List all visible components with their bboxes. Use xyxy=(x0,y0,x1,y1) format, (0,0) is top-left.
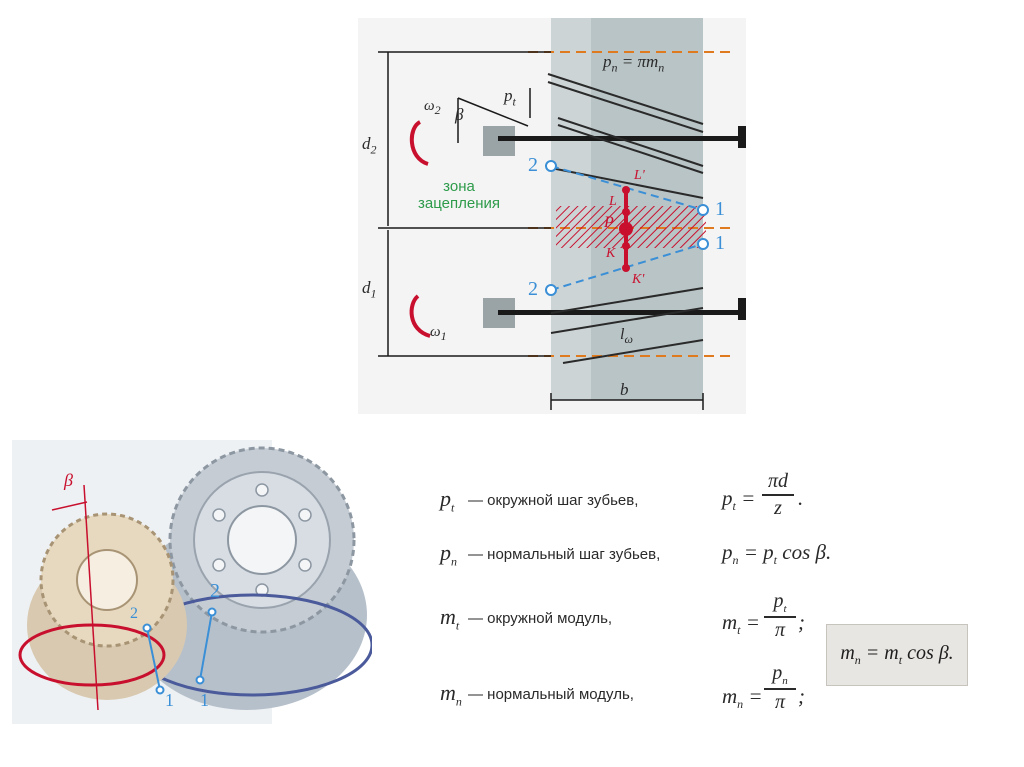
mark-1-bottom: 1 xyxy=(715,232,725,254)
gear-mark-1-right: 1 xyxy=(200,690,209,710)
gear-contact-lines xyxy=(146,611,213,691)
omega1-label: ω1 xyxy=(430,324,447,343)
lw-label: lω xyxy=(620,326,633,347)
formula-symbol: pt xyxy=(440,486,455,515)
formula-symbol: mn xyxy=(440,680,462,709)
small-gear-hole xyxy=(76,549,138,611)
mark-2-bottom: 2 xyxy=(528,278,538,300)
formula-expression: pn = pt cos β. xyxy=(722,540,832,568)
gear-beta-label: β xyxy=(64,470,73,490)
formula-lhs: mt = xyxy=(722,610,760,638)
helical-teeth xyxy=(547,73,704,364)
formula-description: — нормальный модуль, xyxy=(468,686,634,703)
omega2-arrow xyxy=(409,120,429,166)
formula-lhs: pt = xyxy=(722,486,756,514)
formula-symbol: mt xyxy=(440,604,460,633)
omega2-label: ω2 xyxy=(424,98,441,117)
point-P-label: P xyxy=(604,214,614,231)
point-K-label: K xyxy=(606,246,616,261)
marker-circles xyxy=(545,160,709,296)
formula-description: — нормальный шаг зубьев, xyxy=(468,546,661,563)
omega1-arrow xyxy=(409,294,431,338)
mark-1-top: 1 xyxy=(715,198,725,220)
large-gear-hole xyxy=(227,505,297,575)
gear-mark-1-left: 1 xyxy=(165,690,174,710)
d1-label: d1 xyxy=(362,278,377,301)
point-K1-label: K' xyxy=(632,272,645,287)
mark-2-top: 2 xyxy=(528,154,538,176)
formula-symbol: pn xyxy=(440,540,457,569)
pn-label: pn = πmn xyxy=(603,52,665,75)
point-L1-label: L' xyxy=(634,168,645,183)
gear-mark-2-left: 2 xyxy=(130,605,138,622)
formula-description: — окружной шаг зубьев, xyxy=(468,492,639,509)
boxed-formula: mn = mt cos β. xyxy=(826,624,968,686)
beta-label: β xyxy=(455,105,464,124)
formula-lhs: mn = xyxy=(722,684,763,712)
boxed-formula-text: mn = mt cos β. xyxy=(840,642,954,667)
gear-mark-2-right: 2 xyxy=(210,580,220,602)
lower-shaft xyxy=(483,298,746,328)
contact-points xyxy=(619,186,633,272)
d2-label: d2 xyxy=(362,134,377,157)
gear-svg xyxy=(12,440,374,724)
dimension-lines xyxy=(378,51,704,410)
b-label: b xyxy=(620,380,629,399)
gear-axis-line xyxy=(83,484,99,711)
beta-line xyxy=(457,97,529,127)
mesh-diagram-svg xyxy=(358,18,746,414)
gear-illustration: β 2 2 1 1 xyxy=(12,440,374,724)
pt-label: pt xyxy=(504,86,516,109)
point-L-label: L xyxy=(609,194,617,209)
formula-description: — окружной модуль, xyxy=(468,610,613,627)
